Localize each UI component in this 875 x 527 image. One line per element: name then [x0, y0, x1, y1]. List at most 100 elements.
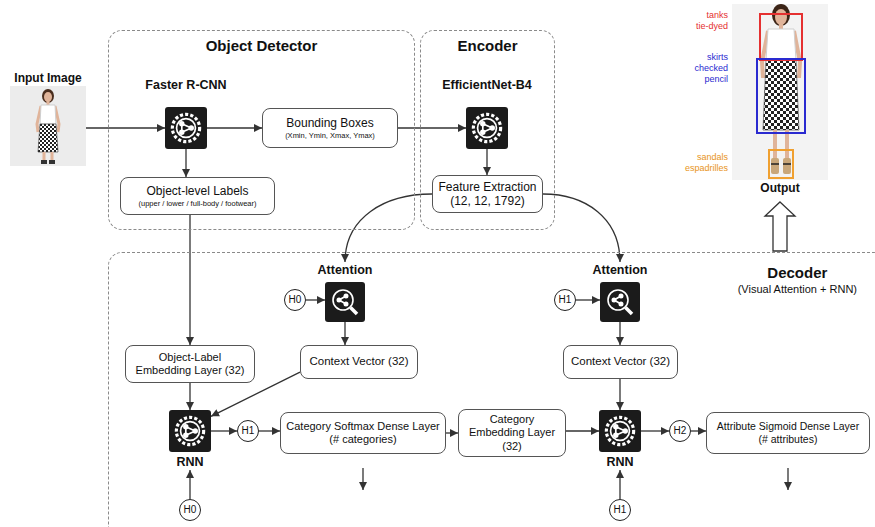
feature-extraction: Feature Extraction(12, 12, 1792)	[432, 175, 543, 213]
encoder-region: EncoderEfficientNet-B4Feature Extraction…	[420, 30, 555, 230]
rnn: RNN	[597, 410, 643, 470]
connector	[619, 322, 620, 345]
bounding-boxes: Bounding Boxes(Xmin, Ymin, Xmax, Ymax)	[262, 108, 398, 148]
label-embedding: Object-Label Embedding Layer (32)	[125, 345, 255, 383]
icon-label: Faster R-CNN	[145, 77, 226, 93]
network-icon	[599, 410, 641, 452]
icon-box	[466, 107, 508, 149]
attention: Attention	[591, 262, 650, 322]
state-label: H1	[559, 294, 572, 306]
region-heading: Decoder(Visual Attention + RNN)	[738, 263, 857, 296]
connector	[566, 430, 599, 431]
box-text: Object-level Labels	[146, 184, 248, 198]
region-title: Decoder	[738, 263, 857, 282]
connector	[398, 127, 466, 128]
box-text: Context Vector (32)	[309, 355, 408, 369]
image-label: Output	[760, 180, 799, 196]
input-photo	[10, 86, 86, 166]
box-subtext: (# attributes)	[759, 433, 818, 446]
state-label: H1	[242, 425, 255, 437]
state-label: H0	[184, 504, 197, 516]
connector	[641, 430, 669, 431]
attention-icon	[600, 282, 640, 322]
icon-box	[599, 410, 641, 452]
context-vector: Context Vector (32)	[563, 345, 678, 379]
category-embedding: Category Embedding Layer (32)	[458, 409, 566, 457]
box-text: Context Vector (32)	[571, 355, 670, 369]
region-subtitle: (Visual Attention + RNN)	[738, 282, 857, 296]
icon-box	[165, 107, 207, 149]
input-image: Input Image	[10, 70, 86, 166]
object-detector-region: Object DetectorFaster R-CNN Bounding Boxe…	[108, 30, 415, 230]
output-photo	[732, 4, 828, 180]
box-subtext: (# categories)	[329, 433, 396, 446]
hidden-state: H1	[237, 420, 259, 442]
icon-box	[325, 282, 365, 322]
connector	[185, 149, 186, 177]
network-icon	[165, 107, 207, 149]
output-tag: pencil	[704, 74, 728, 85]
rnn: RNN	[167, 410, 213, 470]
icon-label: RNN	[606, 454, 633, 470]
image-area	[10, 86, 86, 166]
box-subtext: (upper / lower / full-body / footwear)	[139, 199, 257, 208]
output-tag: sandals	[697, 152, 728, 163]
connector	[691, 430, 706, 431]
box-text: Category Embedding Layer (32)	[464, 413, 560, 453]
region-title: Object Detector	[109, 37, 414, 55]
output-tag: checked	[694, 63, 728, 74]
faster-rcnn: Faster R-CNN	[143, 77, 228, 149]
icon-label: Attention	[318, 262, 373, 278]
icon-label: EfficientNet-B4	[442, 77, 532, 93]
image-area	[732, 4, 828, 180]
icon-label: Attention	[593, 262, 648, 278]
state-label: H2	[674, 425, 687, 437]
connector	[486, 149, 487, 175]
output-arrow	[362, 468, 363, 490]
connector	[189, 215, 190, 345]
context-vector: Context Vector (32)	[300, 345, 418, 379]
connector	[189, 383, 190, 410]
icon-label: RNN	[176, 454, 203, 470]
box-text: Category Softmax Dense Layer	[286, 420, 439, 433]
connector	[619, 470, 620, 499]
hidden-state: H1	[609, 499, 631, 521]
box-subtext: (12, 12, 1792)	[450, 194, 525, 208]
connector	[619, 379, 620, 410]
connector	[259, 430, 280, 431]
state-label: H1	[614, 504, 627, 516]
network-icon	[466, 107, 508, 149]
connector	[189, 470, 190, 499]
efficientnet: EfficientNet-B4	[440, 77, 534, 149]
state-label: H0	[289, 294, 302, 306]
hidden-state: H1	[554, 289, 576, 311]
category-softmax: Category Softmax Dense Layer(# categorie…	[280, 412, 446, 454]
region-title: Encoder	[421, 37, 554, 55]
connector	[576, 299, 600, 300]
connector	[86, 127, 165, 128]
output-tag: tie-dyed	[696, 21, 728, 32]
connector	[344, 322, 345, 345]
output-tag: tanks	[706, 10, 728, 21]
output-tag: skirts	[707, 52, 728, 63]
box-text: Attribute Sigmoid Dense Layer	[717, 420, 859, 433]
box-text: Feature Extraction	[438, 180, 536, 194]
attention-icon	[325, 282, 365, 322]
connector	[306, 299, 325, 300]
object-labels: Object-level Labels(upper / lower / full…	[120, 177, 275, 215]
hidden-state: H0	[179, 499, 201, 521]
attention: Attention	[316, 262, 375, 322]
box-text: Bounding Boxes	[286, 116, 373, 130]
box-text: Object-Label Embedding Layer (32)	[131, 351, 249, 377]
output-image: Output	[732, 4, 828, 196]
box-subtext: (Xmin, Ymin, Xmax, Ymax)	[285, 131, 375, 140]
icon-box	[169, 410, 211, 452]
hidden-state: H2	[669, 420, 691, 442]
output-tag: espadrilles	[685, 163, 728, 174]
output-arrow	[787, 468, 788, 490]
icon-box	[600, 282, 640, 322]
image-label: Input Image	[14, 70, 81, 86]
connector	[207, 127, 262, 128]
